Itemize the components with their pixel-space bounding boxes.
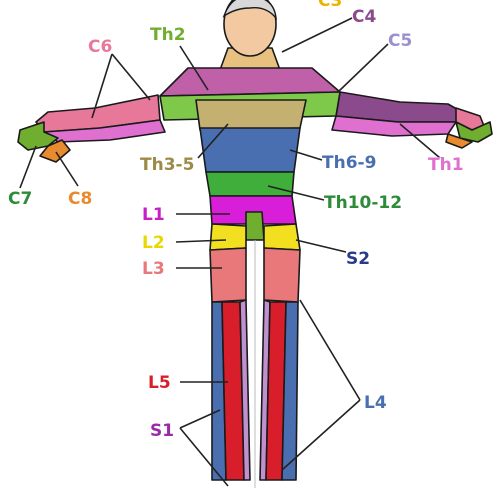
leg-zone-l4-left <box>281 301 299 481</box>
label-th2: Th2 <box>150 25 186 45</box>
leader-c6-b <box>111 53 151 101</box>
label-s1: S1 <box>150 421 174 441</box>
chest-zone-th3-5 <box>195 99 307 131</box>
label-l5: L5 <box>148 373 171 393</box>
label-l1: L1 <box>142 205 165 225</box>
hand-zone-c8-right <box>39 139 71 163</box>
label-th6-9: Th6-9 <box>322 153 376 173</box>
leader-l2 <box>175 239 227 243</box>
label-th3-5: Th3-5 <box>140 155 194 175</box>
thigh-zone-l3-right <box>209 247 247 303</box>
leader-th6-9 <box>289 149 323 161</box>
leader-c6-a <box>91 53 113 119</box>
leader-s2 <box>295 239 347 253</box>
label-c8: C8 <box>68 189 92 209</box>
leader-l4-b <box>281 399 361 471</box>
leader-th10-12 <box>267 185 325 201</box>
right-leg <box>211 299 251 481</box>
label-s2: S2 <box>346 249 370 269</box>
leader-c4 <box>281 17 353 53</box>
leader-c7 <box>19 145 37 189</box>
right-arm <box>17 94 166 163</box>
groin-zone-s2 <box>245 211 265 241</box>
hand-zone-c8-left <box>445 133 473 149</box>
leg-zone-s1-right <box>239 299 251 481</box>
leader-th3-5 <box>197 123 229 159</box>
labels: C3 C4 C5 C6 Th2 Th1 Th3-5 Th6-9 Th10-12 … <box>8 0 464 441</box>
leader-c5 <box>337 43 389 93</box>
head <box>223 0 277 57</box>
label-th1: Th1 <box>428 155 464 175</box>
leader-th1 <box>399 123 441 159</box>
thigh-zone-l3-left <box>263 247 301 303</box>
leader-c8 <box>55 151 79 187</box>
label-c4: C4 <box>352 7 376 27</box>
label-l2: L2 <box>142 233 165 253</box>
leader-l4-a <box>299 299 361 401</box>
leader-s1-a <box>179 409 221 429</box>
label-c5: C5 <box>388 31 412 51</box>
thigh-zone-l2-right <box>209 223 247 251</box>
left-arm <box>331 91 493 149</box>
abdomen-zone-th6-9 <box>199 127 301 173</box>
label-l4: L4 <box>364 393 387 413</box>
label-c7: C7 <box>8 189 32 209</box>
figure <box>17 0 493 488</box>
leader-lines <box>19 17 441 487</box>
hair <box>222 0 277 21</box>
abdomen-zone-th10-12 <box>205 171 295 197</box>
left-leg <box>259 299 299 481</box>
leader-s1-b <box>179 427 229 487</box>
label-th10-12: Th10-12 <box>324 193 402 213</box>
hand-zone-c7-right <box>17 121 59 151</box>
label-l3: L3 <box>142 259 165 279</box>
thigh-zone-l2-left <box>263 223 301 251</box>
label-c3: C3 <box>318 0 342 11</box>
label-c6: C6 <box>88 37 112 57</box>
leader-th2 <box>179 45 209 91</box>
